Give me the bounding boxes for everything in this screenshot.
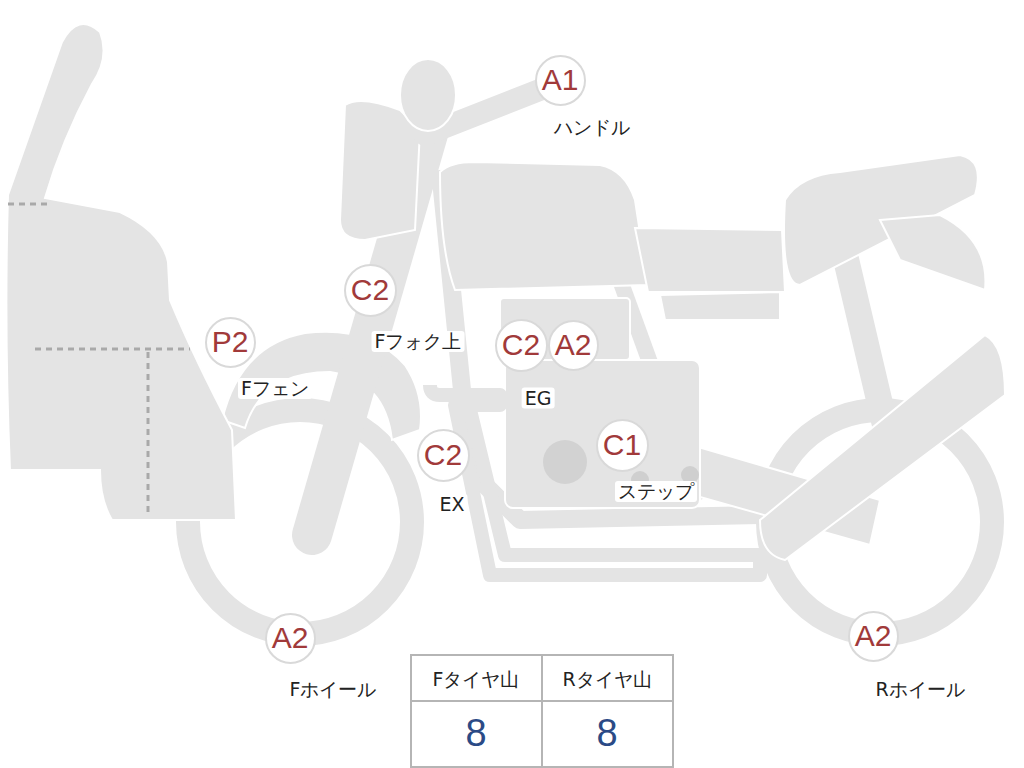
engine-cover: [543, 440, 587, 484]
damage-code: A2: [555, 330, 592, 360]
part-name: ステップ: [615, 481, 697, 502]
damage-code: A1: [542, 65, 579, 95]
headlight: [340, 101, 420, 240]
rear-shock: [845, 255, 885, 425]
panel-dotted-line: [8, 203, 50, 206]
damage-code: C1: [603, 430, 641, 460]
tread-table: [411, 655, 673, 767]
table-value: 8: [596, 713, 617, 755]
engine-block: [505, 360, 700, 508]
panel-dotted-line: [35, 348, 190, 351]
table-divider: [541, 655, 543, 767]
part-name: Rホイール: [872, 679, 967, 700]
part-name: ハンドル: [551, 117, 633, 138]
damage-code-circle: A2Rホイール: [848, 611, 899, 662]
damage-code-circle: A2: [548, 320, 599, 371]
damage-code-circle: C2EX: [417, 429, 470, 482]
part-name: Fホイール: [287, 679, 380, 700]
damage-code: P2: [212, 327, 249, 357]
damage-code: A2: [855, 621, 892, 651]
exhaust-pipe: [430, 385, 760, 575]
damage-code: C2: [351, 275, 389, 305]
damage-code-circle: C1ステップ: [596, 419, 649, 472]
tail-cowl: [880, 215, 985, 290]
muffler: [760, 335, 1005, 560]
damage-code-circle: A1ハンドル: [535, 55, 586, 106]
mirror: [400, 59, 456, 131]
damage-code-circle: A2Fホイール: [265, 613, 316, 664]
panel-dotted-line: [147, 352, 150, 515]
table-value: 8: [465, 713, 486, 755]
damage-code: C2: [502, 330, 540, 360]
part-name: Fフェン: [238, 378, 312, 399]
table-border: [411, 655, 673, 767]
table-header: Fタイヤ山: [433, 669, 520, 690]
part-label: EG: [522, 388, 555, 409]
part-name: EX: [436, 494, 467, 515]
side-cover: [660, 292, 780, 320]
seat: [635, 228, 785, 292]
front-fairing: [6, 24, 236, 520]
damage-code-circle: C2Fフォク上: [344, 264, 397, 317]
damage-code: C2: [424, 440, 462, 470]
damage-code: A2: [272, 623, 309, 653]
fuel-tank: [440, 162, 648, 290]
table-divider: [411, 700, 673, 702]
part-name: Fフォク上: [372, 331, 465, 352]
damage-code-circle: P2Fフェン: [205, 317, 256, 368]
table-header: Rタイヤ山: [562, 669, 651, 690]
damage-code-circle: C2: [495, 319, 548, 372]
